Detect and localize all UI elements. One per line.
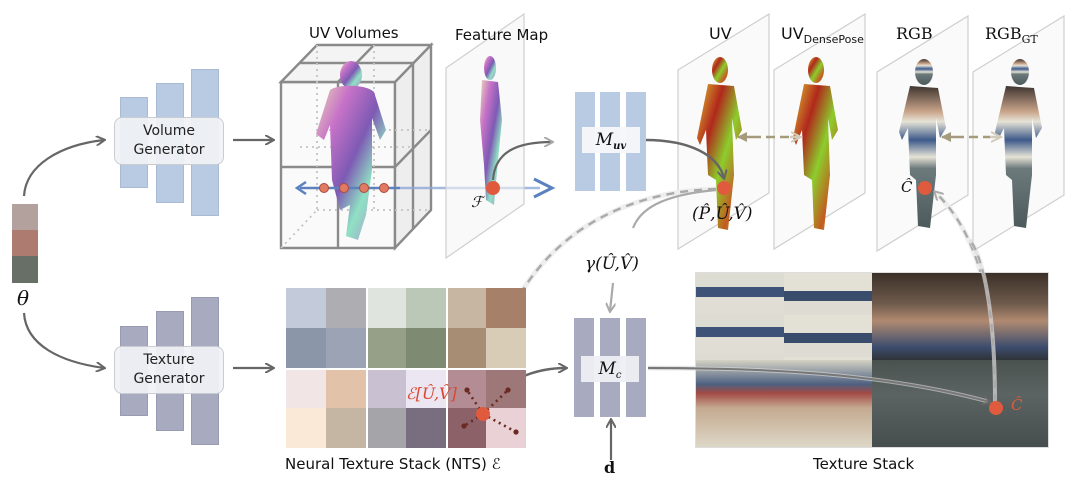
feature-map-human-figure <box>480 56 502 205</box>
feature-to-muv-arrow <box>491 142 552 181</box>
m-c-label: Mc <box>581 356 639 382</box>
m-uv-label: Muv <box>582 127 640 153</box>
nts-texture-cell <box>286 368 326 408</box>
uv-volumes-human-figure <box>316 61 386 241</box>
feature-point <box>486 181 500 195</box>
uv-to-gamma-line <box>631 188 717 229</box>
m-c-symbol: M <box>598 359 616 379</box>
uv-to-nts-dashed-line <box>486 187 717 404</box>
nts-texture-cell <box>366 288 406 328</box>
theta-cell-2 <box>12 230 38 256</box>
texture-stack-image <box>695 272 1049 448</box>
gamma-encoding-label: γ(Û,V̂) <box>585 254 639 274</box>
nts-texture-cell <box>406 408 446 448</box>
volume-generator-box: Volume Generator <box>114 117 224 165</box>
uv-sample-point <box>717 181 731 195</box>
texture-generator-label-2: Generator <box>133 371 205 387</box>
nts-texture-cell <box>286 288 326 328</box>
volume-generator-label-2: Generator <box>133 142 205 158</box>
uv-densepose-title: UVDensePose <box>781 24 864 46</box>
view-direction-label: d <box>604 458 616 477</box>
uv-coord-label: (P̂,Û,V̂) <box>692 204 753 224</box>
nts-texture-cell <box>406 328 446 368</box>
gamma-to-mc-arrow <box>610 282 613 311</box>
theta-label: θ <box>17 286 30 310</box>
ray-sample-point <box>339 183 349 193</box>
m-c-subscript: c <box>615 370 622 381</box>
rgb-gt-title: RGBGT <box>985 24 1038 46</box>
nts-texture-cell <box>406 288 446 328</box>
rgb-sample-point <box>918 181 932 195</box>
nts-texture-cell <box>486 328 526 368</box>
texture-shirt-back <box>784 273 872 360</box>
ray-sample-point <box>379 183 389 193</box>
uv-densepose-title-main: UV <box>781 24 804 43</box>
rgb-gt-title-main: RGB <box>985 24 1022 43</box>
nts-texture-cell <box>446 288 486 328</box>
nts-texture-cell <box>486 288 526 328</box>
rgb-human-figure <box>899 59 946 228</box>
ray-sample-point <box>359 183 369 193</box>
texture-point-label: Ĉ <box>1011 396 1023 414</box>
nts-texture-cell <box>366 368 406 408</box>
nts-texture-cell <box>326 328 366 368</box>
nts-sample-label: ℰ[Û,V̂] <box>406 384 457 403</box>
theta-to-texture-arrow <box>22 312 104 368</box>
m-uv-symbol: M <box>595 130 614 150</box>
nts-texture-cell <box>326 288 366 328</box>
nts-texture-cell <box>326 368 366 408</box>
uv-densepose-title-sub: DensePose <box>803 33 864 46</box>
nts-texture-cell <box>446 408 486 448</box>
rgb-point-label: Ĉ <box>901 178 913 196</box>
theta-latent-vector <box>12 204 38 283</box>
uv-human-figure <box>697 57 742 230</box>
nts-texture-cell <box>446 328 486 368</box>
rgb-gt-title-sub: GT <box>1021 33 1038 46</box>
rgb-gt-human-figure <box>995 59 1042 228</box>
theta-cell-1 <box>12 204 38 230</box>
theta-to-volume-arrow <box>22 140 104 197</box>
uv-panel-title: UV <box>709 24 732 43</box>
uv-densepose-human-figure <box>793 57 838 230</box>
texture-stack-caption: Texture Stack <box>813 455 915 473</box>
m-uv-subscript: uv <box>613 141 627 152</box>
nts-texture-cell <box>366 328 406 368</box>
nts-texture-cell <box>486 408 526 448</box>
feature-map-title: Feature Map <box>455 26 549 44</box>
nts-texture-cell <box>286 408 326 448</box>
nts-texture-cell <box>406 368 446 408</box>
nts-texture-cell <box>326 408 366 448</box>
rgb-panel-title: RGB <box>896 24 933 43</box>
feature-map-symbol: ℱ <box>471 193 483 211</box>
texture-generator-label-1: Texture <box>143 352 195 368</box>
texture-generator-box: Texture Generator <box>114 346 224 394</box>
texture-lower-shirt-front <box>696 360 784 447</box>
nts-texture-cell <box>486 368 526 408</box>
volume-generator-label-1: Volume <box>142 123 196 139</box>
neural-texture-stack-grid <box>286 288 526 448</box>
texture-shirt-front <box>696 273 784 360</box>
uv-volumes-title: UV Volumes <box>309 24 399 42</box>
ray-sample-point <box>319 183 329 193</box>
nts-caption: Neural Texture Stack (NTS) ℰ <box>285 455 501 473</box>
texture-lower-shirt-back <box>784 360 872 447</box>
theta-cell-3 <box>12 256 38 283</box>
nts-texture-cell <box>366 408 406 448</box>
texture-face <box>872 273 1048 360</box>
muv-to-uv-arrow <box>644 138 724 178</box>
nts-texture-cell <box>286 328 326 368</box>
